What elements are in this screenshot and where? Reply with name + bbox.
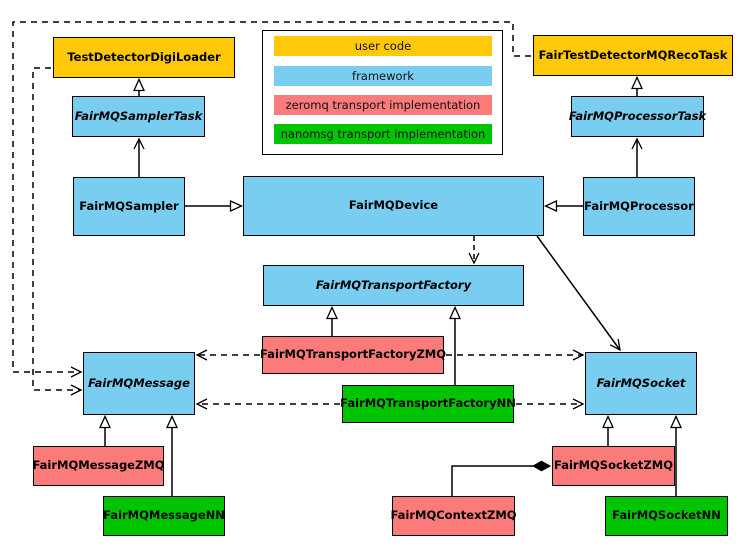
edge-recotask-to-message [12,21,531,378]
class-node-fairmqprocessor[interactable]: FairMQProcessor [583,177,695,236]
class-node-fairmqsocket[interactable]: FairMQSocket [585,352,697,415]
legend-item-nanomsg-label: nanomsg transport implementation [280,127,486,141]
class-node-fairmqtransportfactoryzmq[interactable]: FairMQTransportFactoryZMQ [260,336,446,374]
class-label: FairTestDetectorMQRecoTask [538,47,728,62]
class-label: FairMQMessage [88,375,190,390]
class-node-fairmqmessagezmq[interactable]: FairMQMessageZMQ [32,446,165,486]
class-label: FairMQTransportFactoryNN [340,396,516,411]
class-label: FairMQProcessorTask [568,108,707,123]
class-label: FairMQProcessor [584,198,694,213]
class-label: FairMQSocket [596,375,686,390]
class-node-fairmqsamplertask[interactable]: FairMQSamplerTask [72,96,205,137]
class-label: FairMQSocketZMQ [554,458,673,473]
class-node-fairmqtransportfactorynn[interactable]: FairMQTransportFactoryNN [340,385,516,423]
legend-item-zeromq: zeromq transport implementation [274,95,492,115]
class-label: TestDetectorDigiLoader [67,49,221,64]
legend-item-user-code: user code [274,36,492,56]
legend-item-nanomsg: nanomsg transport implementation [274,124,492,144]
edge-device-to-socket [536,235,621,352]
class-label: FairMQMessageNN [103,508,225,523]
class-node-fairmqtransportfactory[interactable]: FairMQTransportFactory [263,265,524,306]
class-label: FairMQSampler [79,198,179,213]
class-label: FairMQSocketNN [612,508,721,523]
class-label: FairMQMessageZMQ [32,458,165,473]
legend-item-framework: framework [274,66,492,86]
class-label: FairMQDevice [348,198,439,213]
class-node-fairmqsocketzmq[interactable]: FairMQSocketZMQ [552,446,675,486]
class-label: FairMQTransportFactory [315,277,472,292]
class-node-fairmqmessagenn[interactable]: FairMQMessageNN [103,496,225,536]
class-node-fairmqprocessortask[interactable]: FairMQProcessorTask [569,96,706,137]
legend-item-user-code-label: user code [354,39,412,53]
edge-digiloader-to-message [32,67,83,396]
class-node-fairmqcontextzmq[interactable]: FairMQContextZMQ [390,496,517,536]
class-label: FairMQContextZMQ [390,508,517,523]
legend-item-zeromq-label: zeromq transport implementation [285,98,481,112]
class-node-fairmqsampler[interactable]: FairMQSampler [73,177,185,236]
legend-item-framework-label: framework [352,69,414,83]
class-node-testdetectordigiloader[interactable]: TestDetectorDigiLoader [53,37,235,78]
class-node-fairmqdevice[interactable]: FairMQDevice [243,176,544,236]
class-label: FairMQSamplerTask [74,108,203,123]
class-node-fairtestdetectormqrecotask[interactable]: FairTestDetectorMQRecoTask [533,35,733,76]
class-node-fairmqsocketnn[interactable]: FairMQSocketNN [605,496,728,536]
edge-contextzmq-to-socketzmq [451,466,550,496]
class-label: FairMQTransportFactoryZMQ [260,347,447,362]
class-node-fairmqmessage[interactable]: FairMQMessage [83,352,195,415]
